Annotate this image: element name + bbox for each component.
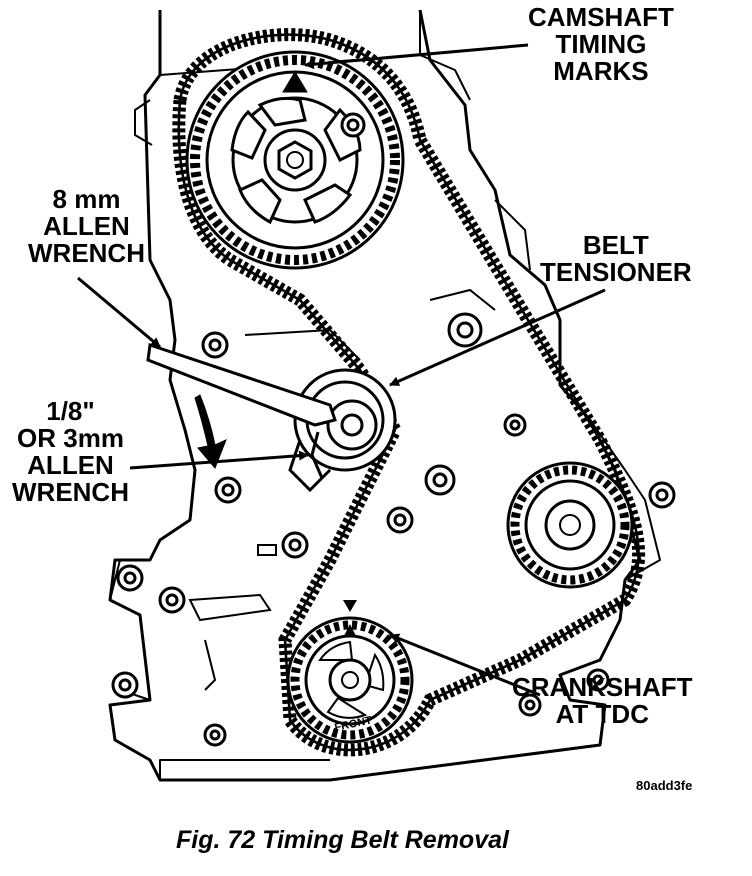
callout-camshaft-timing-marks: CAMSHAFT TIMING MARKS (528, 4, 674, 85)
callout-line: TIMING (555, 29, 647, 59)
rotation-arrow (194, 394, 227, 469)
block-details (188, 288, 496, 691)
leader-allen-3mm (129, 450, 309, 470)
leader-crankshaft (389, 633, 541, 697)
callout-3mm-allen-wrench: 1/8" OR 3mm ALLEN WRENCH (12, 398, 129, 506)
callout-8mm-allen-wrench: 8 mm ALLEN WRENCH (28, 186, 145, 267)
reference-code: 80add3fe (636, 778, 693, 793)
camshaft-sprocket (185, 50, 405, 270)
belt-tensioner (288, 368, 397, 493)
mounting-bolts (111, 112, 676, 747)
callout-line: TENSIONER (540, 257, 692, 287)
callout-line: CRANKSHAFT (512, 672, 693, 702)
leader-allen-8mm (77, 276, 161, 349)
callout-line: 8 mm (52, 184, 121, 214)
leader-tensioner (389, 288, 606, 387)
callout-line: AT TDC (555, 699, 649, 729)
leader-camshaft (304, 43, 529, 70)
callout-line: CAMSHAFT (528, 2, 674, 32)
callout-line: BELT (582, 230, 649, 260)
timing-belt (172, 28, 646, 757)
crankshaft-sprocket (286, 600, 414, 744)
intermediate-sprocket (506, 461, 634, 589)
callout-line: ALLEN (43, 211, 130, 241)
allen-wrench-3mm (310, 431, 324, 479)
callout-line: MARKS (553, 56, 649, 86)
figure-caption: Fig. 72 Timing Belt Removal (176, 826, 509, 854)
callout-crankshaft-at-tdc: CRANKSHAFT AT TDC (512, 674, 693, 728)
allen-wrench-8mm (146, 343, 337, 427)
callout-belt-tensioner: BELT TENSIONER (540, 232, 692, 286)
leader-arrows (77, 43, 606, 697)
callout-line: ALLEN (27, 450, 114, 480)
callout-line: OR 3mm (17, 423, 124, 453)
callout-line: WRENCH (28, 238, 145, 268)
callout-line: 1/8" (46, 396, 95, 426)
callout-line: WRENCH (12, 477, 129, 507)
